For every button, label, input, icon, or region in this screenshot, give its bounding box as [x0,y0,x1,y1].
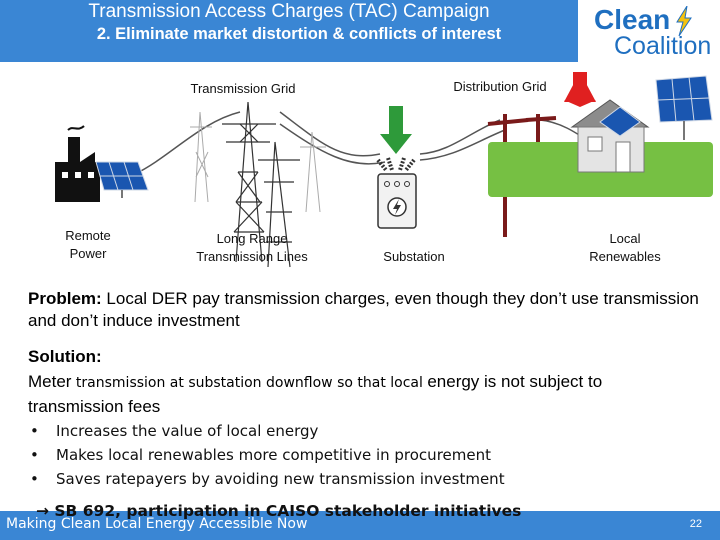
slide-title: Transmission Access Charges (TAC) Campai… [88,1,490,22]
distant-tower-icon [190,111,326,213]
solution-part-1: Meter [28,372,72,391]
list-item: •Increases the value of local energy [30,422,319,440]
long-range-lines-label: Long Range Transmission Lines [196,231,308,264]
factory-icon [55,125,100,202]
transmission-grid-label: Transmission Grid [190,81,296,96]
page-number: 22 [689,518,702,530]
house-icon [570,99,650,173]
transmission-tower-icon [222,101,300,268]
power-wires [134,111,591,175]
substation-meter-icon [376,157,417,229]
distribution-grid-label: Distribution Grid [453,79,547,94]
solution-part-3: energy is not subject to transmission fe… [28,372,603,416]
footer-bar: Making Clean Local Energy Accessible Now… [0,511,720,540]
action-item: → SB 692, participation in CAISO stakeho… [36,502,522,520]
logo-word-clean: Clean [594,4,671,35]
solution-bullets: •Increases the value of local energy •Ma… [30,419,630,491]
local-renewables-label: Local Renewables [589,231,661,264]
slide-subtitle: 2. Eliminate market distortion & conflic… [96,25,502,43]
remote-solar-panel-icon [95,161,149,198]
remote-power-label: Remote Power [65,228,111,261]
header-bar: Transmission Access Charges (TAC) Campai… [0,0,578,62]
solution-text: Meter transmission at substation downflo… [28,370,668,418]
logo-word-coalition: Coalition [614,32,712,60]
substation-label: Substation [383,249,445,264]
list-item: •Saves ratepayers by avoiding new transm… [30,470,505,488]
problem-statement: Problem: Local DER pay transmission char… [28,288,708,332]
grid-diagram [55,72,713,268]
solution-label: Solution: [28,347,102,366]
solution-part-2: transmission at substation downflow so t… [71,375,428,391]
footer-tagline: Making Clean Local Energy Accessible Now [6,516,308,532]
problem-text: Local DER pay transmission charges, even… [28,289,699,330]
local-solar-panel-icon [655,75,713,140]
problem-label: Problem: [28,289,102,308]
list-item: •Makes local renewables more competitive… [30,446,491,464]
upflow-arrow-icon [564,72,596,107]
clean-coalition-logo: Clean Coalition [586,4,716,62]
lightning-bolt-icon [676,6,692,36]
downflow-arrow-icon [380,106,412,154]
